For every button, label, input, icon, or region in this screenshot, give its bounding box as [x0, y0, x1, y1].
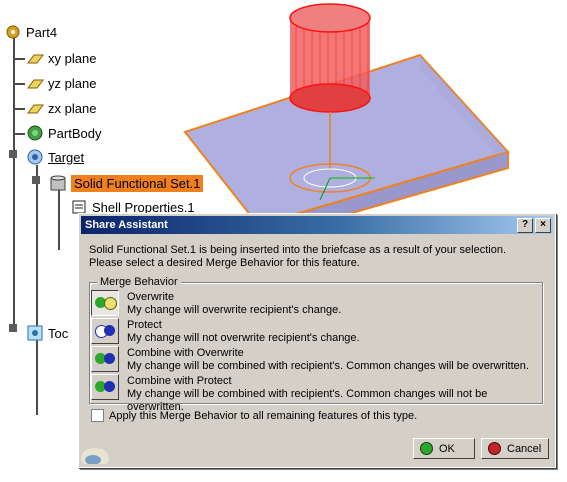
- option-desc: My change will not overwrite recipient's…: [127, 332, 360, 344]
- option-protect[interactable]: Protect My change will not overwrite rec…: [91, 318, 539, 346]
- catia-logo-icon: [81, 434, 121, 468]
- green-dot-icon: [95, 381, 106, 392]
- shell-icon: [70, 198, 88, 216]
- tree-item-label: Toc: [48, 325, 69, 341]
- cancel-label: Cancel: [507, 442, 542, 455]
- message-line: Please select a desired Merge Behavior f…: [89, 257, 360, 269]
- apply-all-row[interactable]: Apply this Merge Behavior to all remaini…: [91, 409, 417, 422]
- share-assistant-dialog: Share Assistant ? × Solid Functional Set…: [78, 213, 556, 468]
- tree-item-label: yz plane: [48, 75, 97, 91]
- part-gear-icon: [4, 23, 22, 41]
- tree-item-xy-plane[interactable]: xy plane: [26, 48, 96, 68]
- ok-icon: [420, 442, 433, 455]
- help-button[interactable]: ?: [517, 217, 533, 233]
- target-icon: [26, 148, 44, 166]
- expand-toc-toggle[interactable]: [9, 324, 17, 332]
- apply-all-checkbox[interactable]: [91, 409, 104, 422]
- green-dot-icon: [95, 353, 106, 364]
- body-gear-icon: [26, 124, 44, 142]
- ok-label: OK: [439, 442, 455, 455]
- dialog-message: Solid Functional Set.1 is being inserted…: [89, 244, 549, 270]
- option-desc: My change will overwrite recipient's cha…: [127, 304, 342, 316]
- green-dot-icon: [104, 297, 117, 310]
- dialog-titlebar[interactable]: Share Assistant ? ×: [81, 216, 553, 234]
- tree-item-toc[interactable]: Toc: [26, 323, 68, 343]
- tree-item-yz-plane[interactable]: yz plane: [26, 73, 96, 93]
- tree-item-target[interactable]: Target: [26, 147, 84, 167]
- blue-dot-icon: [104, 381, 115, 392]
- blue-dot-icon: [104, 353, 115, 364]
- dialog-title: Share Assistant: [85, 219, 168, 231]
- blue-dot-icon: [104, 325, 115, 336]
- tree-item-shell-properties[interactable]: Shell Properties.1: [70, 197, 195, 217]
- expand-solid-set-toggle[interactable]: [32, 176, 40, 184]
- tool-icon: [26, 324, 44, 342]
- plane-icon: [26, 74, 44, 92]
- option-desc: My change will be combined with recipien…: [127, 388, 488, 413]
- tree-item-partbody[interactable]: PartBody: [26, 123, 101, 143]
- ok-button[interactable]: OK: [413, 438, 475, 459]
- merge-behavior-legend: Merge Behavior: [97, 276, 181, 288]
- option-title: Combine with Overwrite: [127, 347, 244, 359]
- plane-icon: [26, 99, 44, 117]
- apply-all-label: Apply this Merge Behavior to all remaini…: [109, 409, 418, 422]
- green-dot-icon: [95, 297, 106, 308]
- option-desc: My change will be combined with recipien…: [127, 360, 529, 372]
- combine-protect-button[interactable]: [91, 374, 119, 400]
- option-overwrite[interactable]: Overwrite My change will overwrite recip…: [91, 290, 539, 318]
- solid-set-icon: [49, 174, 67, 192]
- merge-behavior-group: [89, 282, 543, 404]
- tree-item-label: Solid Functional Set.1: [71, 174, 204, 192]
- option-title: Protect: [127, 319, 162, 331]
- tree-item-solid-functional-set[interactable]: Solid Functional Set.1: [49, 173, 204, 193]
- tree-item-label: PartBody: [48, 125, 102, 141]
- option-title: Combine with Protect: [127, 375, 232, 387]
- message-line: Solid Functional Set.1 is being inserted…: [89, 244, 507, 256]
- tree-item-label: zx plane: [48, 100, 97, 116]
- tree-item-label: Part4: [26, 24, 58, 40]
- tree-item-label: Shell Properties.1: [92, 199, 195, 215]
- specification-tree: Part4 xy plane yz plane zx plane PartBod…: [0, 0, 260, 479]
- close-button[interactable]: ×: [535, 217, 551, 233]
- option-combine-protect[interactable]: Combine with Protect My change will be c…: [91, 374, 539, 413]
- expand-target-toggle[interactable]: [9, 150, 17, 158]
- overwrite-button[interactable]: [91, 290, 119, 316]
- tree-item-zx-plane[interactable]: zx plane: [26, 98, 96, 118]
- cancel-icon: [488, 442, 501, 455]
- option-title: Overwrite: [127, 291, 175, 303]
- plane-icon: [26, 49, 44, 67]
- protect-button[interactable]: [91, 318, 119, 344]
- combine-overwrite-button[interactable]: [91, 346, 119, 372]
- tree-item-label: xy plane: [48, 50, 97, 66]
- tree-item-label: Target: [48, 149, 85, 165]
- option-combine-overwrite[interactable]: Combine with Overwrite My change will be…: [91, 346, 539, 374]
- cancel-button[interactable]: Cancel: [481, 438, 549, 459]
- tree-item-part4[interactable]: Part4: [4, 22, 57, 42]
